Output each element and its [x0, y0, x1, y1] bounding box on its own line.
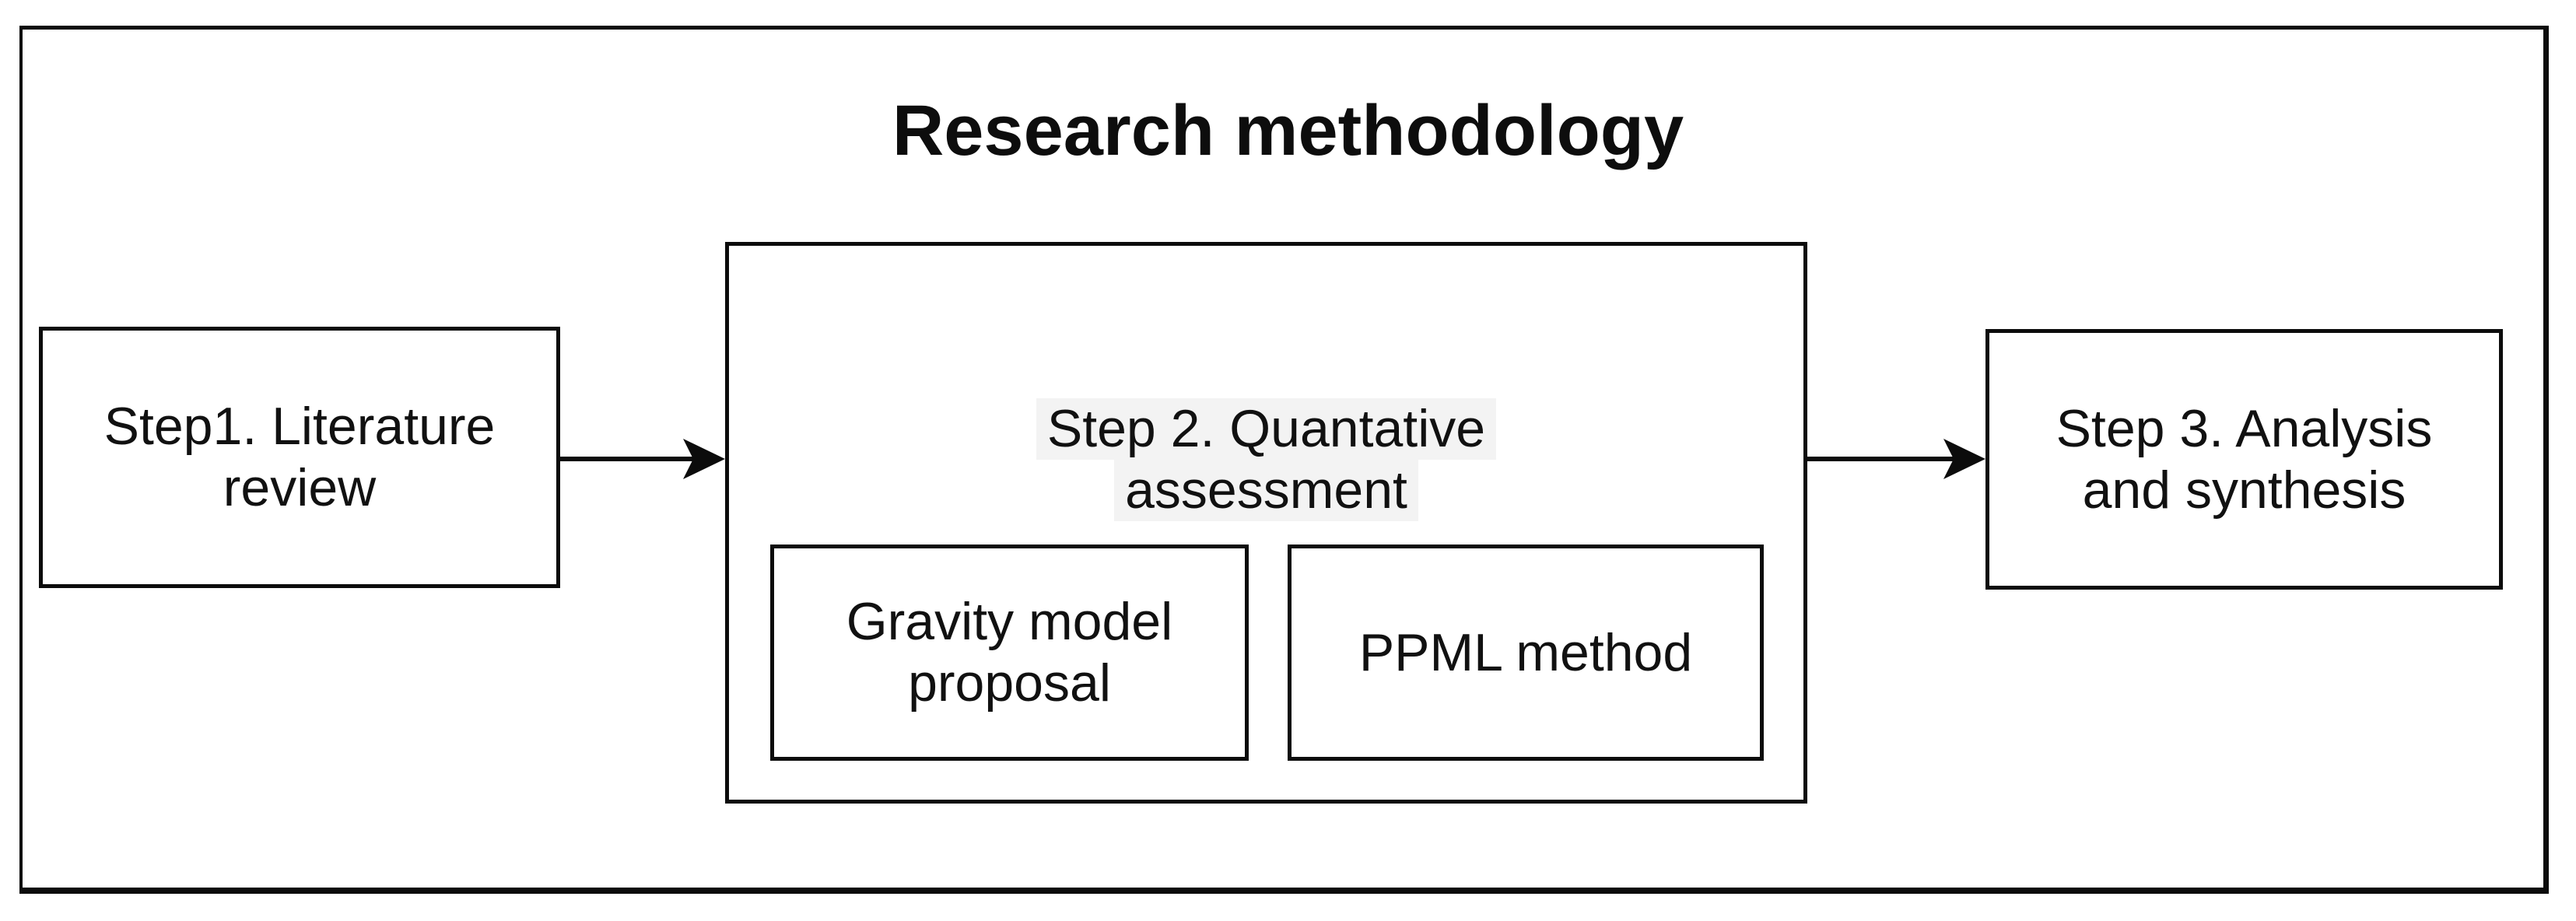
box-step3-label-line1: Step 3. Analysis — [2056, 398, 2433, 458]
arrow-step2-to-step3-icon — [1806, 439, 1985, 479]
box-gravity-label: Gravity model proposal — [774, 591, 1245, 714]
diagram-title: Research methodology — [892, 91, 1684, 170]
box-step2-label: Step 2. Quantative assessment — [725, 398, 1807, 521]
box-step2-label-line2: assessment — [725, 459, 1807, 521]
box-gravity-label-line1: Gravity model — [846, 592, 1173, 652]
box-ppml-method: PPML method — [1288, 545, 1764, 761]
arrow-step1-to-step2-icon — [559, 439, 725, 479]
box-gravity-label-line2: proposal — [908, 653, 1111, 713]
box-gravity-model-proposal: Gravity model proposal — [770, 545, 1249, 761]
box-step2-label-line1-text: Step 2. Quantative — [1036, 398, 1497, 460]
outer-frame — [19, 26, 2549, 894]
box-step3-label: Step 3. Analysis and synthesis — [1989, 398, 2499, 521]
box-step3-label-line2: and synthesis — [2082, 460, 2406, 520]
box-step1-literature-review: Step1. Literature review — [39, 327, 560, 588]
box-step3-analysis-synthesis: Step 3. Analysis and synthesis — [1985, 329, 2503, 590]
box-ppml-label: PPML method — [1292, 622, 1760, 684]
box-ppml-label-line1: PPML method — [1358, 622, 1693, 682]
box-step1-label-line2: review — [223, 458, 377, 517]
box-step2-label-line2-text: assessment — [1114, 459, 1418, 521]
box-step1-label-line1: Step1. Literature — [103, 397, 496, 457]
box-step2-label-line1: Step 2. Quantative — [725, 398, 1807, 460]
box-step1-label: Step1. Literature review — [43, 396, 556, 519]
